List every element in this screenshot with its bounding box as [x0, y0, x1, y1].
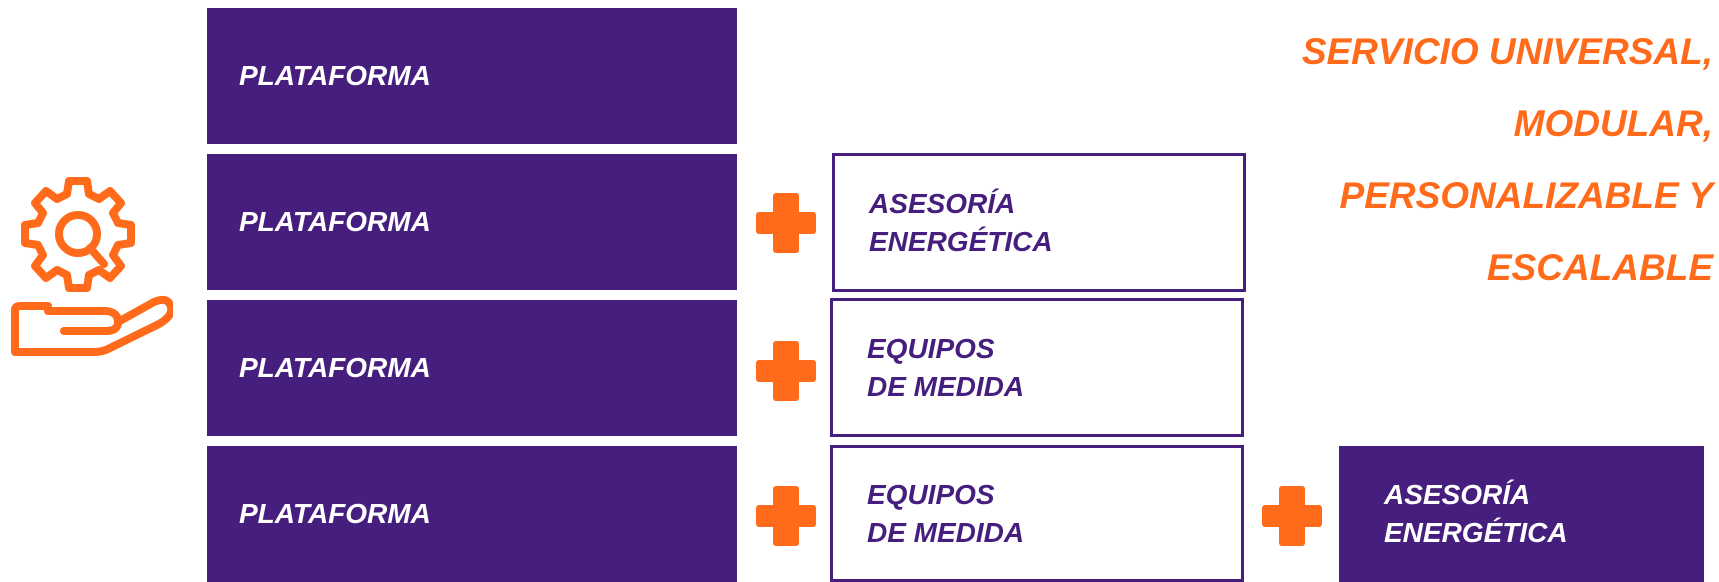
- addon-label-line2: ENERGÉTICA: [1384, 517, 1568, 548]
- tagline-line: PERSONALIZABLE Y: [1339, 175, 1713, 216]
- tagline-line: ESCALABLE: [1486, 247, 1713, 288]
- addon-box-energy-advisory: ASESORÍA ENERGÉTICA: [832, 153, 1246, 292]
- plus-icon: [1262, 486, 1322, 546]
- addon-box-energy-advisory: ASESORÍA ENERGÉTICA: [1339, 446, 1704, 582]
- plus-icon: [756, 341, 816, 401]
- platform-label: PLATAFORMA: [239, 498, 431, 529]
- addon-label-line1: EQUIPOS: [867, 332, 995, 364]
- addon-label-line2: DE MEDIDA: [867, 370, 1025, 402]
- addon-label-line2: ENERGÉTICA: [869, 225, 1053, 257]
- addon-label-line2: DE MEDIDA: [867, 516, 1025, 548]
- tagline-line: MODULAR,: [1513, 103, 1713, 144]
- addon-label-line1: ASESORÍA: [1384, 479, 1531, 510]
- tagline: SERVICIO UNIVERSAL, MODULAR, PERSONALIZA…: [1113, 22, 1713, 310]
- addon-box-metering: EQUIPOS DE MEDIDA: [830, 298, 1244, 437]
- hand-with-gear-icon: [11, 177, 173, 356]
- plus-icon: [756, 486, 816, 546]
- tagline-line: SERVICIO UNIVERSAL,: [1301, 31, 1713, 72]
- platform-label: PLATAFORMA: [239, 206, 431, 237]
- addon-box-metering: EQUIPOS DE MEDIDA: [830, 445, 1244, 582]
- platform-box: PLATAFORMA: [207, 8, 737, 144]
- addon-label-line1: EQUIPOS: [867, 478, 995, 510]
- platform-label: PLATAFORMA: [239, 352, 431, 383]
- platform-box: PLATAFORMA: [207, 154, 737, 290]
- plus-icon: [756, 193, 816, 253]
- platform-box: PLATAFORMA: [207, 300, 737, 436]
- platform-label: PLATAFORMA: [239, 60, 431, 91]
- addon-label-line1: ASESORÍA: [869, 187, 1016, 219]
- platform-box: PLATAFORMA: [207, 446, 737, 582]
